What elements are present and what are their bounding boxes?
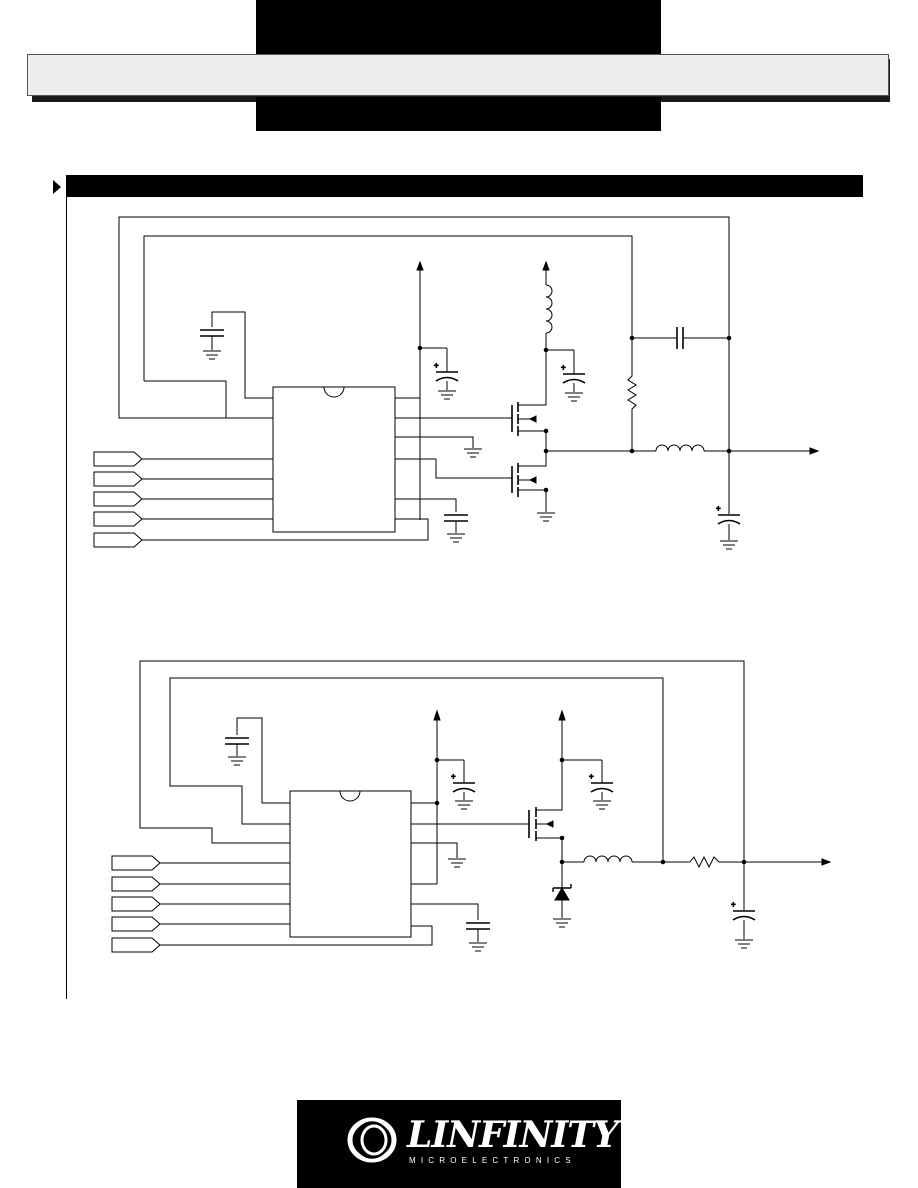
logo-ring-icon [347, 1117, 397, 1163]
section-left-rule [66, 197, 67, 999]
schematic-2 [111, 660, 832, 953]
logo-wordmark: LINFINITY [407, 1114, 619, 1156]
schematic-1 [93, 216, 820, 550]
ic-notch-1 [323, 386, 345, 398]
feedback-wire-outer-1 [118, 216, 730, 419]
header-bottom-block [256, 97, 661, 131]
logo-subtitle: MICROELECTRONICS [409, 1156, 576, 1165]
company-logo: LINFINITY MICROELECTRONICS [297, 1100, 621, 1188]
feedback-wire-inner-1b [143, 235, 633, 381]
header-band [27, 54, 889, 96]
ic-package-2 [289, 790, 412, 938]
ic-notch-2 [339, 790, 361, 802]
section-title-bar [66, 175, 863, 197]
section-marker-icon [53, 180, 61, 194]
ic-package-1 [272, 386, 396, 533]
header-top-block [256, 0, 661, 56]
